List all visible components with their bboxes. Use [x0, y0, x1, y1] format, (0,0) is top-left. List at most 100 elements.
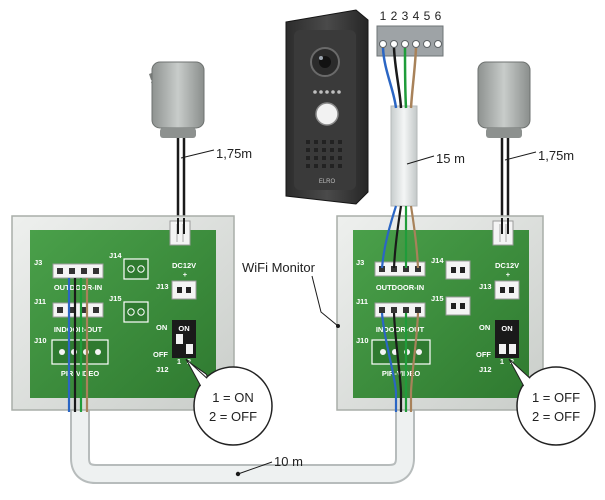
inter-unit-cable-leader-dot: [235, 471, 241, 477]
right-on-label: ON: [479, 323, 490, 332]
terminal-number: 5: [424, 9, 431, 23]
wifi-monitor-leader-line: [311, 275, 339, 327]
door-station-cable: 15 m: [381, 47, 465, 207]
left-j11-label: J11: [34, 297, 46, 306]
right-top-wire-blue: [380, 205, 398, 269]
lens-reflection-icon: [319, 56, 323, 60]
doorbell-button: [315, 102, 339, 126]
right-adapter-base: [486, 128, 522, 138]
right-bottom-wire-blue: [380, 312, 398, 412]
right-bottom-wire-brown: [409, 312, 420, 412]
inter-unit-cable-sheath: [72, 410, 413, 482]
ir-led-icon: [331, 90, 335, 94]
left-j14-socket: [123, 258, 149, 280]
left-off-label: OFF: [153, 350, 168, 359]
left-j15-socket: [123, 301, 149, 323]
left-j3-label: J3: [34, 258, 42, 267]
left-j3-connector: [52, 263, 104, 279]
left-setting-1: 1 = ON: [212, 390, 254, 405]
right-adapter-length-label: 1,75m: [538, 148, 574, 163]
inter-unit-cable-leader-line: [237, 461, 273, 475]
right-j13-label: J13: [479, 282, 492, 291]
right-dip-1-label: 1: [500, 357, 504, 366]
right-dc12v-label: DC12V: [495, 261, 519, 270]
left-dip-on-label: ON: [178, 324, 189, 333]
terminal-block: 1 2 3 4 5 6: [376, 9, 444, 57]
inter-unit-cable-length-label: 10 m: [274, 454, 303, 469]
left-j13-connector: [171, 280, 197, 300]
inter-unit-cable: 10 m: [70, 410, 415, 484]
right-pir-video-label: PIR-VIDEO: [382, 369, 421, 378]
right-plus-label: +: [506, 270, 511, 279]
left-outdoor-in-label: OUTDOOR-IN: [54, 283, 102, 292]
right-adapter-leader-line: [504, 151, 537, 161]
left-dip-switch-2-lever: [186, 344, 193, 354]
door-cable-leader-line: [406, 155, 435, 165]
right-outdoor-in-label: OUTDOOR-IN: [376, 283, 424, 292]
ir-led-icon: [313, 90, 317, 94]
terminal-block-body: [376, 25, 444, 57]
right-setting-2: 2 = OFF: [532, 409, 580, 424]
left-dip-switch-1-lever: [176, 334, 183, 344]
right-j3-label: J3: [356, 258, 364, 267]
wire-black: [392, 47, 403, 109]
terminal-number: 2: [391, 9, 398, 23]
wire-blue: [381, 47, 398, 109]
right-j13-connector: [494, 280, 520, 300]
right-top-wire-black: [392, 205, 403, 269]
left-j10-label: J10: [34, 336, 47, 345]
right-bottom-wire-black: [392, 312, 403, 412]
wifi-monitor-label: WiFi Monitor: [242, 260, 316, 275]
terminal-number: 3: [402, 9, 409, 23]
left-dip-setting-callout: 1 = ON 2 = OFF: [185, 358, 273, 446]
right-j15-label: J15: [431, 294, 444, 303]
right-dip-switch-1-lever: [499, 344, 506, 354]
doorbell-brand-logo: ELRO: [319, 179, 336, 185]
door-cable-sheath: [390, 105, 418, 207]
left-j15-label: J15: [109, 294, 122, 303]
left-setting-2: 2 = OFF: [209, 409, 257, 424]
left-j14-label: J14: [109, 251, 122, 260]
left-power-connector: [169, 220, 191, 246]
right-j10-label: J10: [356, 336, 369, 345]
right-j15-jumper: [445, 296, 471, 316]
right-power-adapter: 1,75m: [477, 61, 574, 218]
ir-led-icon: [325, 90, 329, 94]
left-power-adapter: 1,75m: [149, 61, 252, 218]
left-dip-1-label: 1: [177, 357, 181, 366]
left-on-label: ON: [156, 323, 167, 332]
right-dip-setting-callout: 1 = OFF 2 = OFF: [508, 358, 596, 446]
right-j12-label: J12: [479, 365, 492, 374]
right-adapter-body: [477, 61, 531, 129]
right-j14-jumper: [445, 260, 471, 280]
terminal-screws: [379, 40, 442, 48]
left-adapter-length-label: 1,75m: [216, 146, 252, 161]
left-adapter-body: [151, 61, 205, 129]
right-j11-connector: [374, 302, 426, 318]
right-setting-1: 1 = OFF: [532, 390, 580, 405]
wire-green: [403, 47, 408, 109]
terminal-number: 1: [380, 9, 387, 23]
left-plus-label: +: [183, 270, 188, 279]
ir-led-icon: [319, 90, 323, 94]
wifi-monitor-callout: WiFi Monitor: [242, 260, 340, 328]
right-j11-label: J11: [356, 297, 368, 306]
left-j13-label: J13: [156, 282, 169, 291]
left-j11-connector: [52, 302, 104, 318]
left-indoor-out-label: INDOOR-OUT: [54, 325, 103, 334]
right-top-wire-brown: [409, 205, 420, 269]
right-control-board: ON 1 2 J3 J11 J10 J14 J15 J13 J12 DC12V …: [336, 205, 544, 412]
terminal-number: 6: [435, 9, 442, 23]
right-off-label: OFF: [476, 350, 491, 359]
left-dc12v-label: DC12V: [172, 261, 196, 270]
right-dip-on-label: ON: [501, 324, 512, 333]
terminal-number: 4: [413, 9, 420, 23]
ir-led-icon: [337, 90, 341, 94]
right-j3-connector: [374, 261, 426, 277]
left-adapter-leader-line: [180, 149, 215, 159]
door-station: ELRO: [285, 9, 369, 205]
speaker-grille-icon: [306, 140, 342, 168]
right-indoor-out-label: INDOOR-OUT: [376, 325, 425, 334]
wire-brown: [409, 47, 418, 109]
